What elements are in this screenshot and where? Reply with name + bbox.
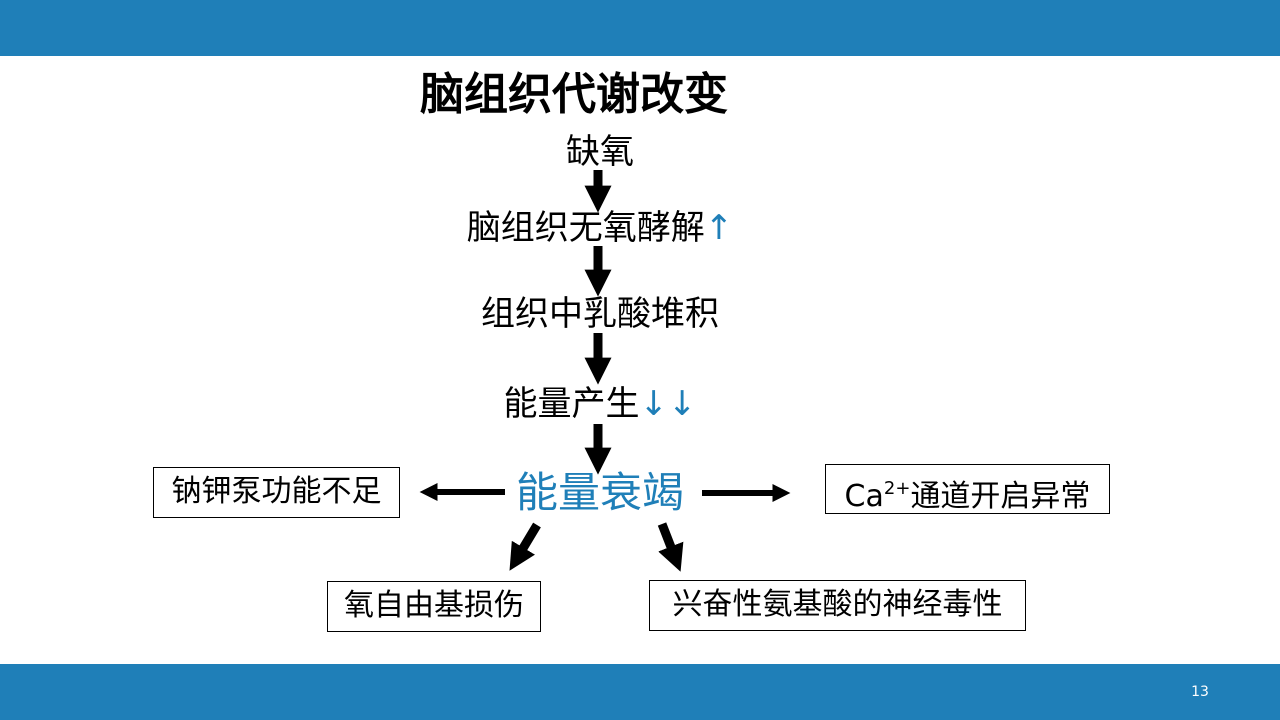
top-banner	[0, 0, 1280, 56]
outcome-right-prefix: Ca	[844, 479, 884, 514]
outcome-bottom-right-box: 兴奋性氨基酸的神经毒性	[649, 580, 1026, 631]
down-arrow-mark: ↓↓	[639, 384, 697, 424]
arrow-bottom-right	[657, 522, 684, 572]
up-arrow-mark: ↑	[704, 208, 734, 248]
step-text: 能量产生	[503, 384, 640, 424]
page-number: 13	[1191, 684, 1209, 700]
outcome-left-box: 钠钾泵功能不足	[153, 467, 400, 518]
slide-title: 脑组织代谢改变	[420, 69, 728, 120]
step-lactate-accumulation: 组织中乳酸堆积	[340, 292, 860, 336]
bottom-banner	[0, 664, 1280, 720]
outcome-right-superscript: 2+	[883, 478, 911, 499]
step-text: 缺氧	[566, 132, 634, 172]
step-hypoxia: 缺氧	[340, 130, 860, 174]
arrow-bottom-left	[509, 522, 541, 571]
step-energy-production: 能量产生↓↓	[340, 382, 860, 426]
step-text: 脑组织无氧酵解	[466, 208, 705, 248]
outcome-bottom-left-box: 氧自由基损伤	[327, 581, 541, 632]
step-text: 组织中乳酸堆积	[481, 294, 719, 334]
outcome-right-box: Ca2+通道开启异常	[825, 464, 1110, 514]
center-energy-failure: 能量衰竭	[515, 468, 684, 517]
step-anaerobic-glycolysis: 脑组织无氧酵解↑	[340, 206, 860, 250]
outcome-right-suffix: 通道开启异常	[910, 479, 1091, 514]
